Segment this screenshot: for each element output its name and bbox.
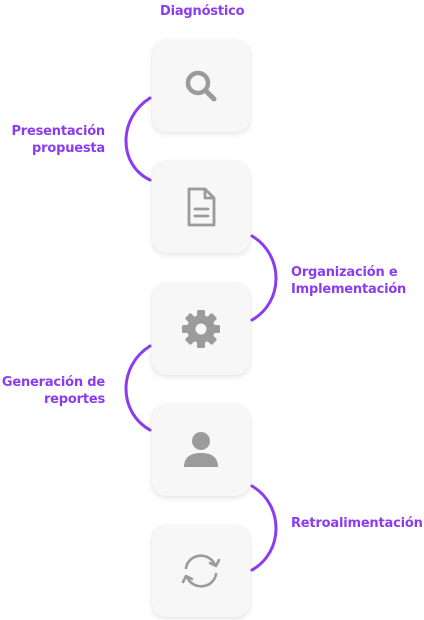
step-label-organizacion: Organización e Implementación bbox=[291, 265, 407, 297]
gear-icon bbox=[182, 310, 220, 348]
connector-4-5 bbox=[250, 484, 278, 572]
step-card-presentacion bbox=[152, 161, 250, 253]
step-label-presentacion: Presentación propuesta bbox=[11, 124, 105, 156]
document-icon bbox=[187, 187, 216, 227]
connector-3-4 bbox=[124, 344, 152, 432]
connector-1-2 bbox=[124, 96, 152, 182]
refresh-icon bbox=[181, 554, 221, 588]
step-label-diagnostico: Diagnóstico bbox=[160, 4, 245, 19]
step-label-generacion: Generación de reportes bbox=[1, 375, 105, 407]
step-card-generacion bbox=[152, 404, 250, 496]
step-card-retroalimentacion bbox=[152, 525, 250, 617]
user-icon bbox=[184, 432, 218, 467]
step-card-diagnostico bbox=[152, 40, 250, 132]
connector-2-3 bbox=[250, 234, 278, 322]
step-card-organizacion bbox=[152, 283, 250, 375]
search-icon bbox=[185, 70, 217, 102]
step-label-retroalimentacion: Retroalimentación bbox=[291, 516, 423, 531]
